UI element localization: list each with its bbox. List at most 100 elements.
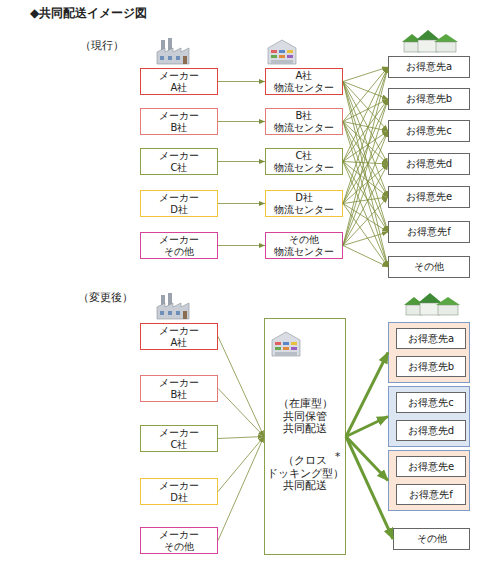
node-text: お得意先f — [409, 489, 453, 501]
flow-line — [343, 204, 388, 268]
flow-line — [343, 82, 388, 132]
maker-box: メーカー その他 — [140, 232, 218, 259]
flow-line — [343, 122, 388, 165]
maker-box: メーカー B社 — [140, 108, 218, 135]
flow-line — [218, 437, 264, 541]
flow-line — [343, 122, 388, 268]
footnote-mark: * — [335, 450, 340, 463]
flow-line — [218, 337, 264, 437]
flow-line — [343, 67, 388, 82]
shared-center-box: （在庫型） 共同保管 共同配送 （クロス ドッキング型） 共同配送* — [264, 318, 346, 555]
node-text: お得意先b — [408, 361, 454, 373]
factory-icon — [157, 293, 189, 319]
node-text: メーカー A社 — [159, 325, 199, 349]
delivery-arrow — [346, 437, 388, 481]
flow-line — [218, 437, 264, 492]
node-text: お得意先e — [406, 191, 452, 203]
node-text: お得意先c — [406, 125, 452, 137]
flow-line — [343, 82, 388, 165]
flow-line — [218, 203, 265, 204]
customer-box: お得意先b — [388, 88, 470, 110]
flow-line — [343, 122, 388, 233]
flow-line — [343, 162, 388, 233]
logistics-center-box: A社 物流センター — [265, 68, 343, 95]
flow-line — [343, 204, 388, 233]
node-text: お得意先c — [408, 397, 454, 409]
maker-box: メーカー C社 — [140, 425, 218, 452]
customer-box: お得意先e — [388, 186, 470, 208]
node-text: メーカー その他 — [159, 529, 199, 553]
flow-line — [343, 131, 388, 204]
flow-line — [343, 162, 388, 268]
flow-line — [343, 122, 388, 132]
node-text: お得意先a — [408, 333, 454, 345]
flow-line — [343, 122, 388, 198]
flow-line — [343, 82, 388, 198]
node-text: その他 — [414, 261, 444, 273]
flow-line — [343, 67, 388, 204]
node-text: その他 物流センター — [274, 234, 334, 258]
flow-line — [343, 246, 388, 268]
node-text: （クロス ドッキング型） 共同配送 — [267, 454, 344, 492]
flow-line — [343, 99, 388, 122]
flow-line — [218, 81, 265, 82]
factory-icon — [157, 38, 189, 64]
flow-line — [343, 131, 388, 246]
flow-line — [218, 437, 264, 439]
logistics-center-box: その他 物流センター — [265, 232, 343, 259]
delivery-arrow — [346, 353, 388, 437]
warehouse-icon — [268, 40, 296, 64]
maker-box: メーカー B社 — [140, 375, 218, 402]
node-text: メーカー A社 — [159, 70, 199, 94]
flow-line — [218, 121, 265, 122]
houses-icon — [402, 30, 458, 52]
node-text: A社 物流センター — [274, 70, 334, 94]
section-label: （変更後） — [78, 290, 133, 305]
flow-line — [343, 164, 388, 246]
customer-group-band: お得意先e お得意先f — [388, 450, 470, 511]
customer-box: その他 — [388, 256, 470, 278]
customer-box: お得意先b — [396, 356, 466, 377]
node-text: メーカー C社 — [159, 427, 199, 451]
node-text: お得意先d — [406, 158, 452, 170]
node-text: C社 物流センター — [274, 150, 334, 174]
customer-box: お得意先c — [396, 392, 466, 413]
customer-group-band: お得意先a お得意先b — [388, 322, 470, 383]
customer-box: お得意先f — [396, 484, 466, 505]
customer-box: お得意先a — [388, 56, 470, 78]
flow-line — [343, 131, 388, 162]
customer-box: お得意先a — [396, 328, 466, 349]
logistics-center-box: D社 物流センター — [265, 190, 343, 217]
flow-line — [343, 164, 388, 204]
flow-line — [343, 99, 388, 204]
node-text: メーカー その他 — [159, 234, 199, 258]
flow-line — [218, 161, 265, 162]
maker-box: メーカー D社 — [140, 190, 218, 217]
node-text: お得意先b — [406, 93, 452, 105]
flow-line — [343, 82, 388, 268]
node-text: メーカー B社 — [159, 377, 199, 401]
diagram-title: ◆共同配送イメージ図 — [30, 5, 147, 22]
customer-box: お得意先e — [396, 456, 466, 477]
customer-box: その他 — [393, 528, 470, 550]
delivery-arrow — [346, 417, 388, 437]
flow-line — [343, 197, 388, 246]
flow-line — [218, 245, 265, 246]
flow-line — [343, 82, 388, 100]
maker-box: メーカー その他 — [140, 527, 218, 554]
node-text: お得意先d — [408, 425, 454, 437]
customer-box: お得意先d — [388, 153, 470, 175]
node-text: メーカー D社 — [159, 192, 199, 216]
node-text: B社 物流センター — [274, 110, 334, 134]
customer-box: お得意先c — [388, 120, 470, 142]
delivery-arrow — [346, 437, 393, 540]
node-text: お得意先e — [408, 461, 454, 473]
node-text: その他 — [417, 533, 447, 545]
flow-line — [343, 99, 388, 246]
flow-line — [343, 232, 388, 246]
section-label: （現行） — [80, 38, 124, 53]
maker-box: メーカー A社 — [140, 68, 218, 95]
node-text: （在庫型） 共同保管 共同配送 — [278, 397, 333, 435]
